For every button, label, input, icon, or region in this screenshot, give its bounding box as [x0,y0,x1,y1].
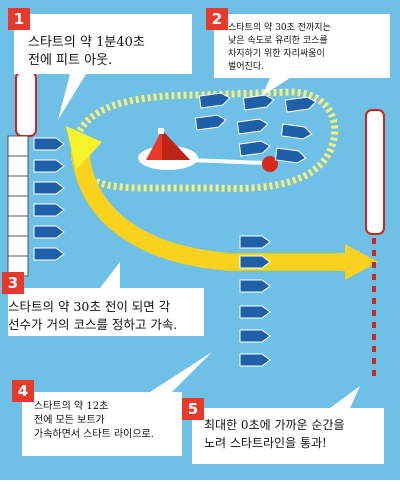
callout-4-line-1: 스타트의 약 12초 [34,401,109,412]
boat-icon [33,159,65,173]
boat-icon [33,247,65,261]
callout-5-line-2: 노려 스타트라인을 통과! [204,436,327,450]
callout-bubble-5 [182,386,384,464]
boat-icon [194,114,227,131]
callout-number-4: 4 [17,382,29,400]
boat-icon [284,96,317,113]
acceleration-arrow-body [71,149,345,271]
callout-text-3: 스타트의 약 30초 전이 되면 각 선수가 거의 코스를 정하고 가속. [8,298,208,334]
callout-2-line-1: 스타트의 약 30초 전까지는 [228,23,331,33]
boat-icon [33,225,65,239]
boat-icon [239,353,271,367]
boat-icon [239,255,271,269]
boat-icon [33,137,65,151]
boat-icon [274,147,307,164]
boat-icon [33,203,65,217]
callout-2-line-4: 벌어진다. [228,62,264,72]
callout-number-1: 1 [13,10,25,28]
acceleration-arrow-head [345,244,378,280]
callout-2-line-3: 차지하기 위한 자리싸움이 [228,49,325,59]
start-mark-cone-icon [138,128,198,170]
boat-icon [238,140,271,157]
callout-text-1: 스타트의 약 1분40초 전에 피트 아웃. [28,34,198,70]
dotted-approach-path [71,88,339,192]
boats-column-left [33,137,65,261]
callout-bubble-1 [8,8,192,120]
callout-bubble-3 [2,262,204,336]
callout-text-5: 최대한 0초에 가까운 순간을 노려 스타트라인을 통과! [204,416,384,452]
callout-3-line-1: 스타트의 약 30초 전이 되면 각 [8,299,171,314]
callout-number-3: 3 [7,274,19,292]
boat-icon [236,118,269,135]
callout-1-line-1: 스타트의 약 1분40초 [28,35,145,50]
boat-icon [239,329,271,343]
callout-1-line-2: 전에 피트 아웃. [28,53,113,68]
callout-bubble-2 [206,8,390,96]
callout-5-line-1: 최대한 0초에 가까운 순간을 [204,418,345,432]
pit-box-icon [7,135,29,277]
boat-icon [280,123,313,140]
callout-4-line-2: 전에 모든 보트가 [34,415,105,426]
boat-icon [198,92,231,109]
boat-icon [239,279,271,293]
boats-cluster-top [194,92,317,164]
boat-icon [239,235,271,249]
boat-icon [33,181,65,195]
pit-entrance-box [15,71,37,137]
callout-4-line-3: 가속하면서 스타트 라이으로. [34,429,154,440]
boat-icon [239,305,271,319]
callout-number-2: 2 [211,10,223,28]
callout-number-5: 5 [187,400,199,418]
callout-bubble-4 [12,352,212,456]
start-line-pole-icon [365,109,385,380]
buoy-pointer-line [189,158,266,165]
pit-exit-arrow [66,126,102,170]
callout-text-4: 스타트의 약 12초 전에 모든 보트가 가속하면서 스타트 라이으로. [34,400,184,442]
callout-2-line-2: 낮은 속도로 유리한 코스를 [228,36,328,46]
boats-column-right [239,235,271,367]
callout-3-line-2: 선수가 거의 코스를 정하고 가속. [8,317,178,332]
callout-text-2: 스타트의 약 30초 전까지는 낮은 속도로 유리한 코스를 차지하기 위한 자… [228,22,388,74]
turn-mark-buoy-icon [262,156,278,172]
boat-icon [242,94,275,111]
